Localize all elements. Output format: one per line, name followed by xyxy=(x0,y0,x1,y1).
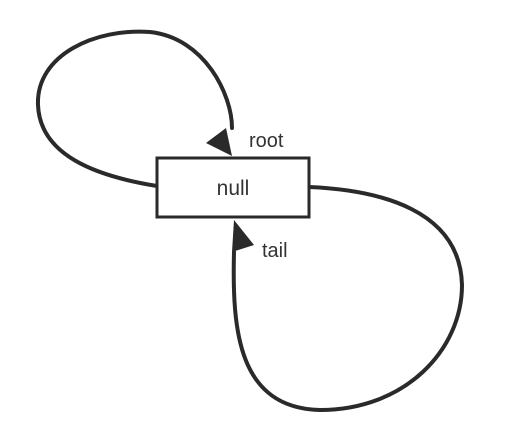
tail-arrowhead xyxy=(232,220,254,252)
root-arrowhead xyxy=(206,128,232,156)
root-edge-curve xyxy=(35,29,234,188)
null-node-label: null xyxy=(217,177,250,200)
root-edge-label: root xyxy=(249,130,284,152)
null-node-box xyxy=(155,156,311,219)
tail-edge-curve xyxy=(231,185,465,413)
tail-edge-label: tail xyxy=(262,240,288,262)
